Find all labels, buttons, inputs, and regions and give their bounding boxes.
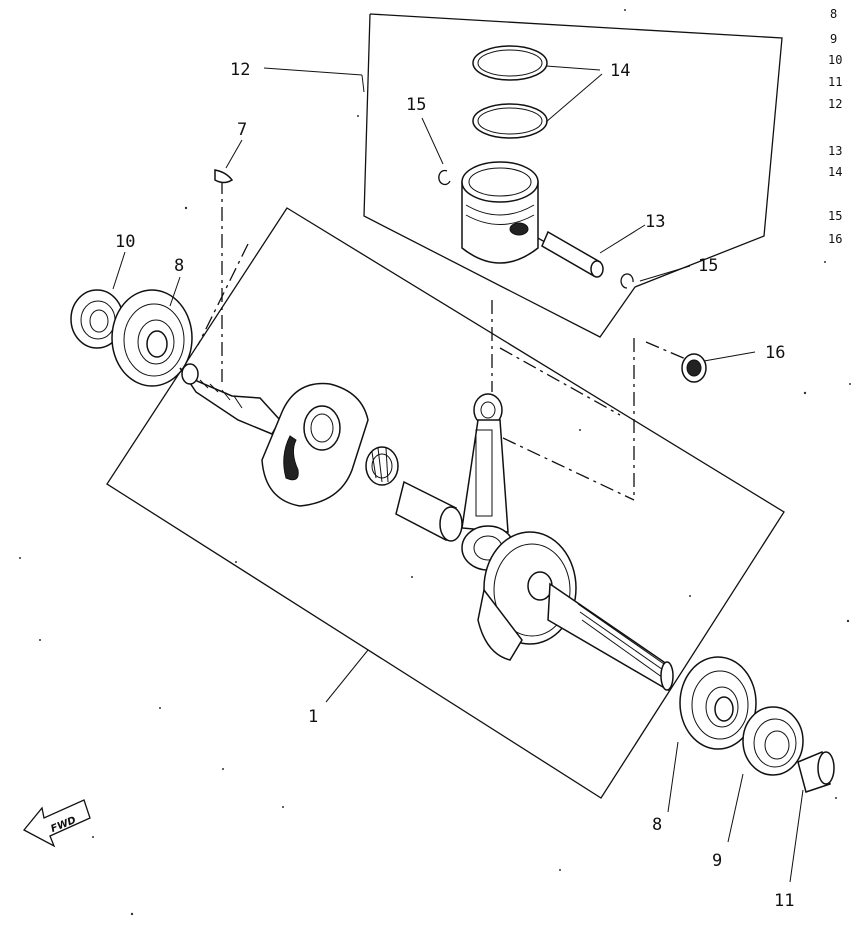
side-index-item: 11: [828, 75, 842, 89]
piston-kit-box: [363, 13, 783, 338]
side-index-item: 15: [828, 209, 842, 223]
side-index-item: 13: [828, 144, 842, 158]
callout-10: 10: [115, 232, 135, 252]
callouts: 12 14 15 7 13 15 10 8 16 1 8 9 11: [115, 60, 794, 911]
piston-ring-upper: [472, 45, 548, 81]
oil-seal-left: [70, 289, 124, 349]
callout-16: 16: [765, 343, 785, 363]
collar: [797, 750, 835, 793]
callout-9: 9: [712, 851, 722, 871]
crankshaft-right-half: [477, 531, 674, 692]
callout-12: 12: [230, 60, 250, 80]
side-index-item: 10: [828, 53, 842, 67]
piston: [461, 161, 539, 264]
callout-14: 14: [610, 61, 630, 81]
callout-15-top: 15: [406, 95, 426, 115]
small-end-bearing: [681, 353, 707, 383]
callout-11: 11: [774, 891, 794, 911]
piston-ring-lower: [472, 103, 548, 139]
assembly-lines: [197, 180, 689, 501]
callout-8-top: 8: [174, 256, 184, 276]
callout-7: 7: [237, 120, 247, 140]
callout-1: 1: [308, 707, 318, 727]
circlip-upper: [438, 169, 451, 186]
circlip-lower: [620, 273, 634, 289]
side-index-item: 16: [828, 232, 842, 246]
leader-lines: [112, 65, 804, 883]
side-index-item: 8: [830, 7, 837, 21]
side-index-item: 9: [830, 32, 837, 46]
scan-speckles: [19, 9, 851, 916]
piston-pin: [541, 230, 604, 278]
side-index-item: 12: [828, 97, 842, 111]
callout-15-right: 15: [698, 256, 718, 276]
bearing-left: [111, 289, 193, 387]
big-end-bearing: [365, 446, 399, 486]
crankshaft-left-half: [179, 363, 369, 507]
callout-13: 13: [645, 212, 665, 232]
callout-8-bottom: 8: [652, 815, 662, 835]
side-index: 8 9 10 11 12 13 14 15 16: [828, 7, 842, 246]
fwd-label: FWD: [49, 815, 77, 835]
fwd-arrow-icon: FWD: [22, 799, 91, 848]
crank-pin: [395, 480, 463, 542]
bearing-right: [679, 656, 757, 750]
woodruff-key: [214, 169, 234, 184]
oil-seal-right: [742, 706, 804, 776]
side-index-item: 14: [828, 165, 842, 179]
crankshaft-box: [106, 207, 785, 799]
